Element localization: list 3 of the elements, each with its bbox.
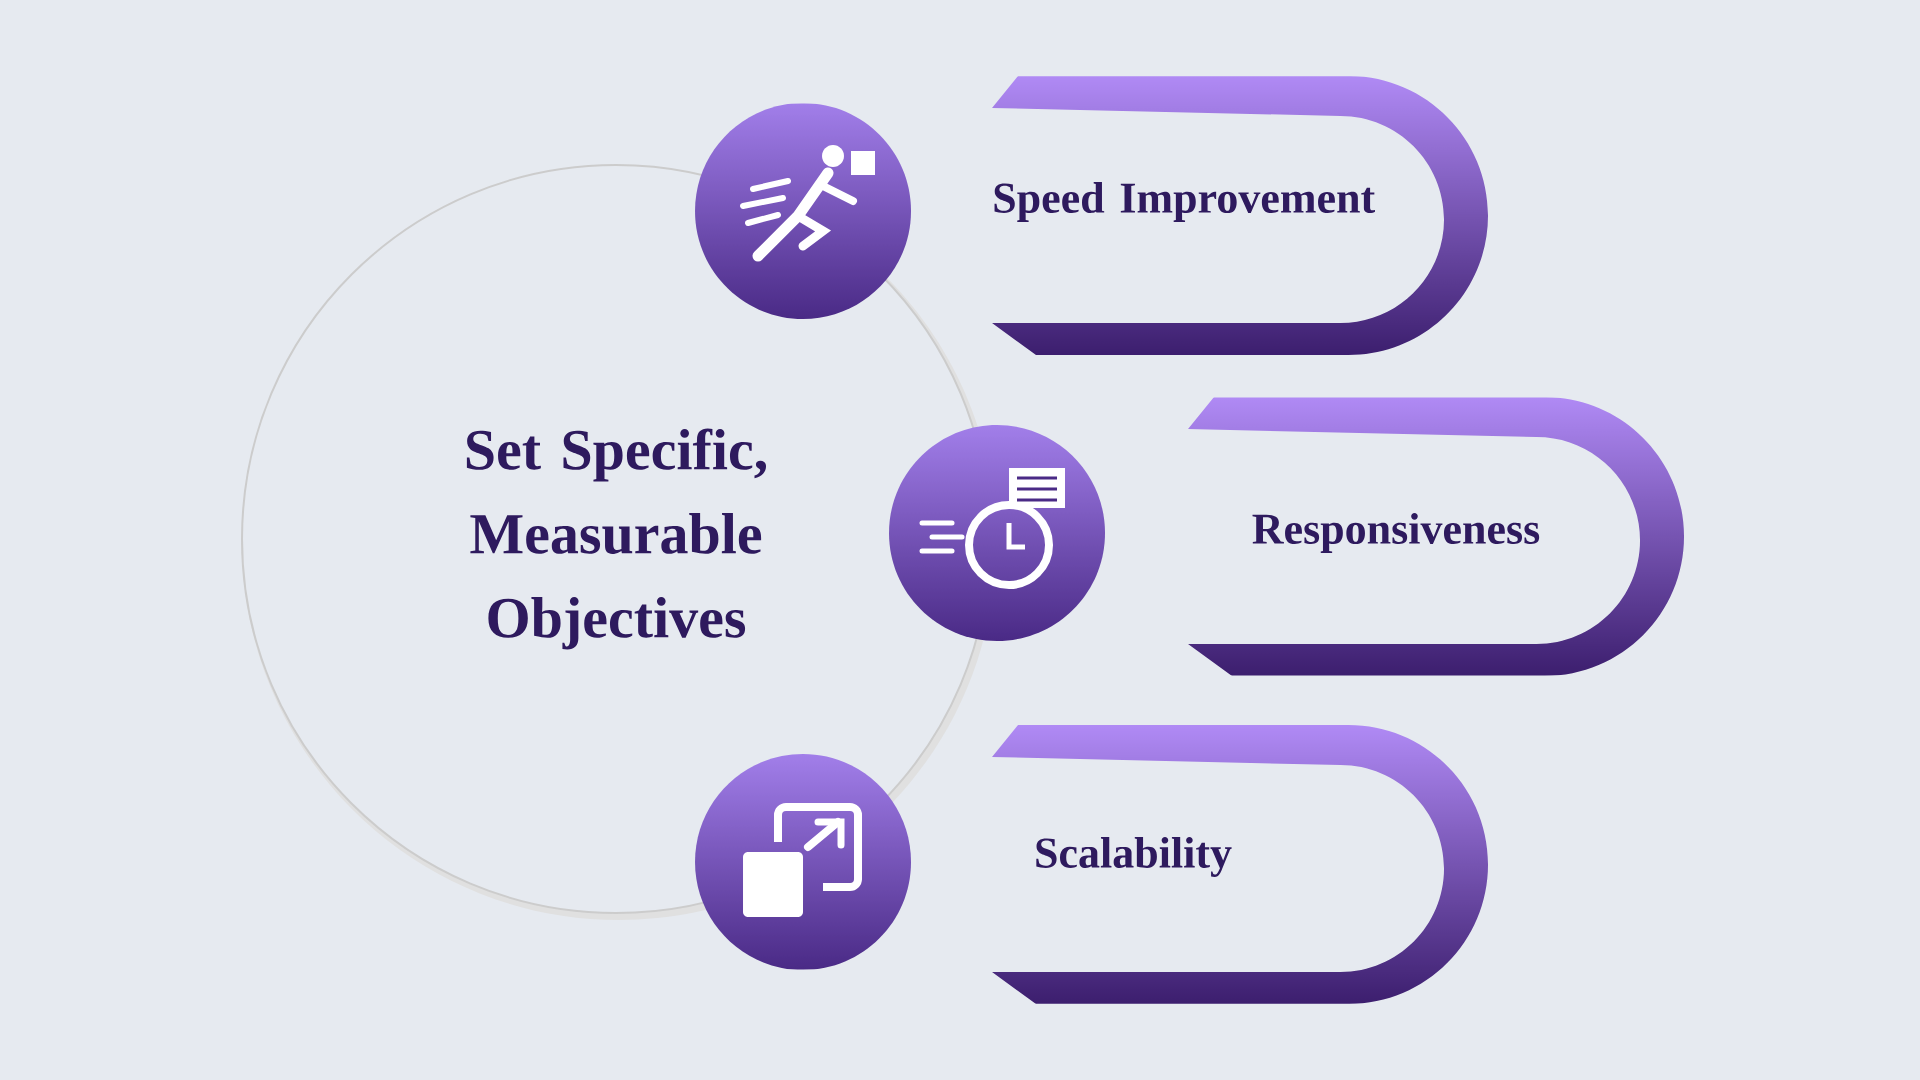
goal-label: Speed Improvement [994,182,1375,222]
goal-label: Responsiveness [1252,513,1540,553]
goal-label: Scalability [1036,837,1232,877]
